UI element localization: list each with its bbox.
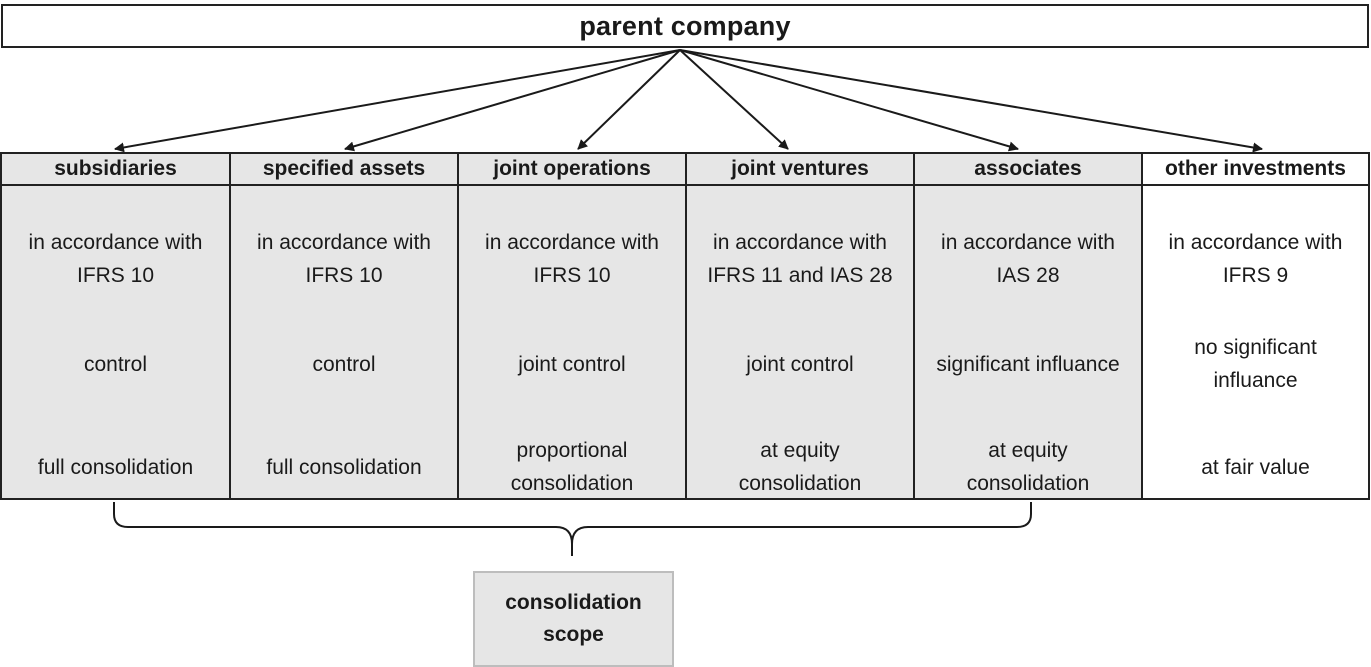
method-text: at fair value [1201, 455, 1310, 479]
column-header-specified-assets: specified assets [229, 152, 459, 186]
column-body-subsidiaries: in accordance with IFRS 10 control full co… [0, 184, 231, 500]
method-text: at equity consolidation [966, 439, 1090, 495]
arrow-joint-operations [577, 49, 681, 150]
parent-company-label: parent company [579, 10, 791, 41]
criterion-text: joint control [746, 352, 854, 376]
arrow-associates [679, 49, 1019, 152]
column-header-associates: associates [913, 152, 1143, 186]
column-header-joint-ventures: joint ventures [685, 152, 915, 186]
arrow-joint-ventures [679, 49, 789, 150]
consolidation-brace [113, 502, 1032, 556]
criterion-text: control [83, 352, 148, 376]
column-body-joint-operations: in accordance with IFRS 10 joint control p… [457, 184, 687, 500]
criterion-text: control [312, 352, 376, 376]
column-header-joint-operations: joint operations [457, 152, 687, 186]
criterion-text: significant influance [936, 352, 1120, 376]
column-body-joint-ventures: in accordance with IFRS 11 and IAS 28 joi… [685, 184, 915, 500]
standard-text: in accordance with IFRS 10 [257, 231, 431, 287]
standard-text: in accordance with IFRS 9 [1168, 231, 1343, 287]
method-text: full consolidation [266, 455, 422, 479]
column-body-associates: in accordance with IAS 28 significant inf… [913, 184, 1143, 500]
criterion-text: no significant influance [1194, 336, 1317, 392]
column-header-subsidiaries: subsidiaries [0, 152, 231, 186]
arrow-subsidiaries [114, 49, 681, 153]
method-text: at equity consolidation [738, 439, 862, 495]
standard-text: in accordance with IFRS 10 [28, 231, 203, 287]
method-text: full consolidation [37, 455, 194, 479]
arrow-specified-assets [344, 49, 681, 152]
standard-text: in accordance with IFRS 10 [485, 231, 659, 287]
criterion-text: joint control [518, 352, 626, 376]
parent-company-box: parent company [1, 4, 1369, 48]
column-body-other-investments: in accordance with IFRS 9 no significant … [1141, 184, 1370, 500]
standard-text: in accordance with IAS 28 [941, 231, 1115, 287]
column-header-other-investments: other investments [1141, 152, 1370, 186]
standard-text: in accordance with IFRS 11 and IAS 28 [707, 231, 893, 287]
column-body-specified-assets: in accordance with IFRS 10 control full co… [229, 184, 459, 500]
consolidation-scope-label: consolidation scope [505, 591, 642, 646]
method-text: proportional consolidation [510, 439, 634, 495]
consolidation-scope-box: consolidation scope [473, 571, 674, 667]
arrow-other-investments [679, 49, 1263, 153]
